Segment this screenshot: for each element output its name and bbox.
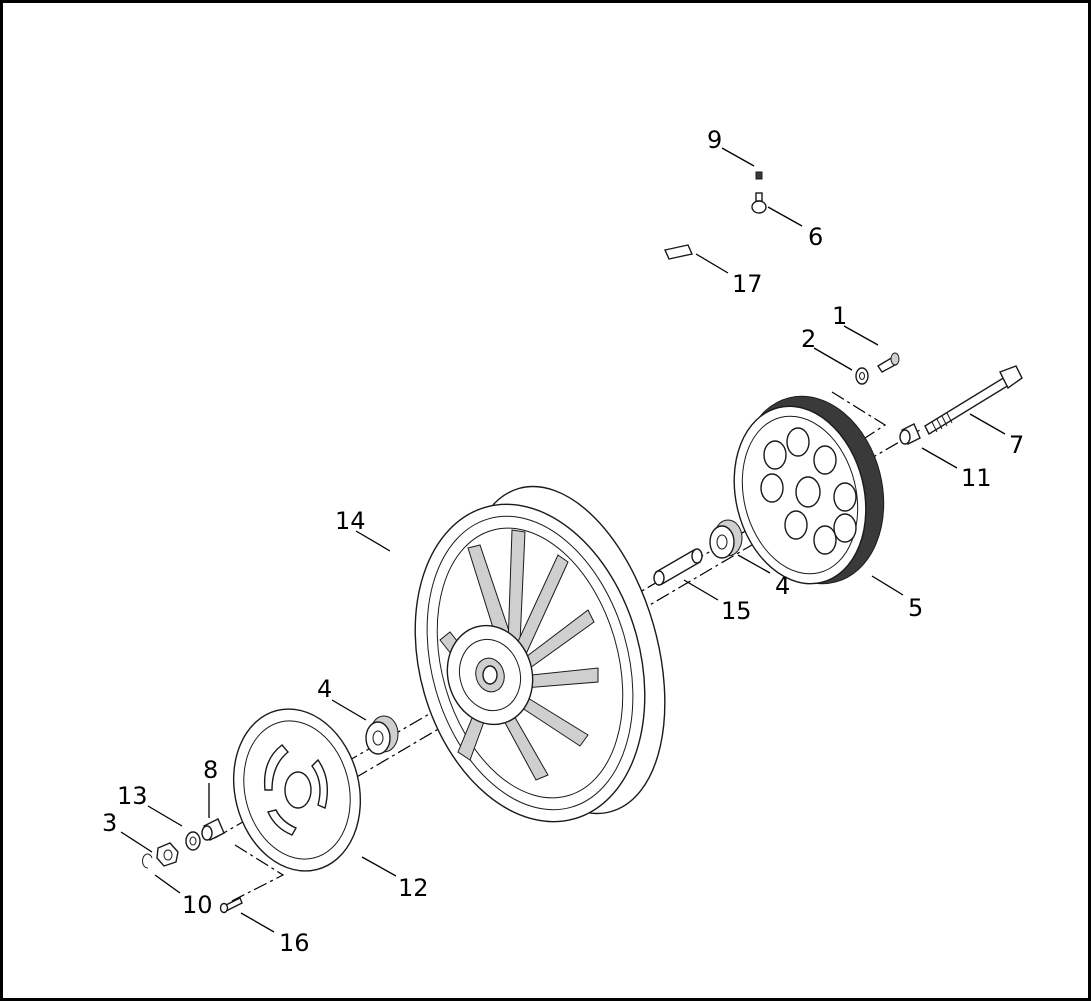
left-spacer-part — [201, 818, 225, 841]
callout-8: 8 — [203, 756, 218, 784]
callout-13: 13 — [117, 782, 148, 810]
screw-part — [877, 352, 900, 373]
washer-part — [855, 367, 869, 385]
callout-4-left: 4 — [317, 675, 332, 703]
sprocket-part — [733, 395, 885, 585]
callout-14: 14 — [335, 507, 366, 535]
callout-7: 7 — [1009, 431, 1024, 459]
callout-15: 15 — [721, 597, 752, 625]
valve-stem-part — [751, 192, 767, 214]
callout-12: 12 — [398, 874, 429, 902]
callout-2: 2 — [801, 325, 816, 353]
leader-lines — [120, 147, 1006, 933]
callout-4-right: 4 — [775, 572, 790, 600]
callout-11: 11 — [961, 464, 992, 492]
brake-disc-part — [232, 708, 362, 872]
bearing-left-part — [365, 715, 399, 755]
callout-3: 3 — [102, 809, 117, 837]
callout-16: 16 — [279, 929, 310, 957]
callouts: 1 2 3 4 4 5 6 7 8 9 10 11 12 13 14 15 16… — [102, 126, 1024, 957]
axle-part — [924, 365, 1023, 435]
callout-1: 1 — [832, 302, 847, 330]
valve-cap-part — [755, 171, 763, 180]
axle-nut-part — [156, 842, 179, 867]
callout-17: 17 — [732, 270, 763, 298]
callout-5: 5 — [908, 594, 923, 622]
retaining-clip-part — [142, 853, 153, 869]
callout-10: 10 — [182, 891, 213, 919]
callout-9: 9 — [707, 126, 722, 154]
rear-wheel-part — [414, 485, 666, 823]
disc-bolt-part — [219, 897, 243, 914]
spacer-sleeve-part — [653, 548, 703, 586]
lockwasher-part — [185, 831, 201, 851]
axle-spacer-part — [899, 423, 921, 445]
balance-weight-part — [664, 244, 693, 260]
bearing-right-part — [709, 519, 743, 559]
callout-6: 6 — [808, 223, 823, 251]
sprocket-holes — [760, 427, 857, 555]
